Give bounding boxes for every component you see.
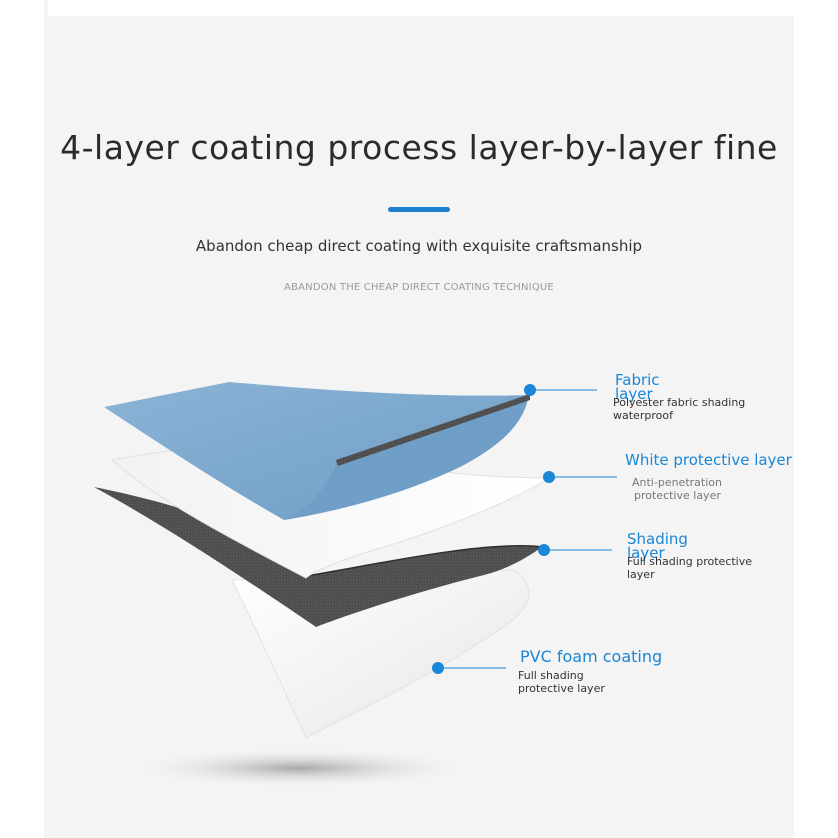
ground-shadow [124, 748, 474, 788]
callout-pvc-desc-line1: Full shading [518, 669, 584, 682]
product-detail-panel: 4-layer coating process layer-by-layer f… [44, 0, 794, 838]
callout-fabric-title-line1: Fabric [615, 371, 660, 389]
top-divider [48, 0, 794, 16]
fabric-layer-shape [104, 382, 529, 520]
subtitle: Abandon cheap direct coating with exquis… [195, 237, 643, 255]
fabric-layer-curl [284, 395, 529, 520]
layer-illustration [94, 382, 617, 788]
callout-pvc-desc: Full shading protective layer [518, 669, 605, 695]
dot-pvc [432, 662, 444, 674]
callout-fabric-title-line2: layer [615, 385, 653, 403]
callout-pvc-desc-line2: protective layer [518, 682, 605, 695]
dot-shading [538, 544, 550, 556]
page-title: 4-layer coating process layer-by-layer f… [60, 128, 778, 167]
shading-layer-edge [305, 545, 543, 577]
callout-pvc-title: PVC foam coating [520, 647, 663, 666]
fabric-layer-edge [336, 394, 530, 466]
subtitle-caps: ABANDON THE CHEAP DIRECT COATING TECHNIQ… [284, 282, 554, 293]
callout-white-desc-line1: Anti-penetration [632, 476, 722, 489]
callout-shading-desc: Full shading protective layer [627, 555, 752, 581]
callout-shading-desc-line2: layer [627, 568, 655, 581]
callout-connectors [432, 384, 617, 674]
callout-shading-desc-line1: Full shading protective [627, 555, 753, 568]
title-accent-bar [388, 207, 450, 212]
dot-fabric [524, 384, 536, 396]
callout-white-title: White protective layer [625, 451, 792, 469]
callout-fabric-title: Fabric layer [615, 371, 660, 403]
callout-shading-title-line1: Shading [627, 530, 688, 548]
callout-white-desc: Anti-penetration protective layer [632, 476, 722, 502]
callout-white-desc-line2: protective layer [634, 489, 721, 502]
callout-fabric-desc: Polyester fabric shading waterproof [613, 396, 746, 422]
callout-shading-title: Shading layer [627, 530, 688, 562]
callout-shading-title-line2: layer [627, 544, 665, 562]
dot-white [543, 471, 555, 483]
